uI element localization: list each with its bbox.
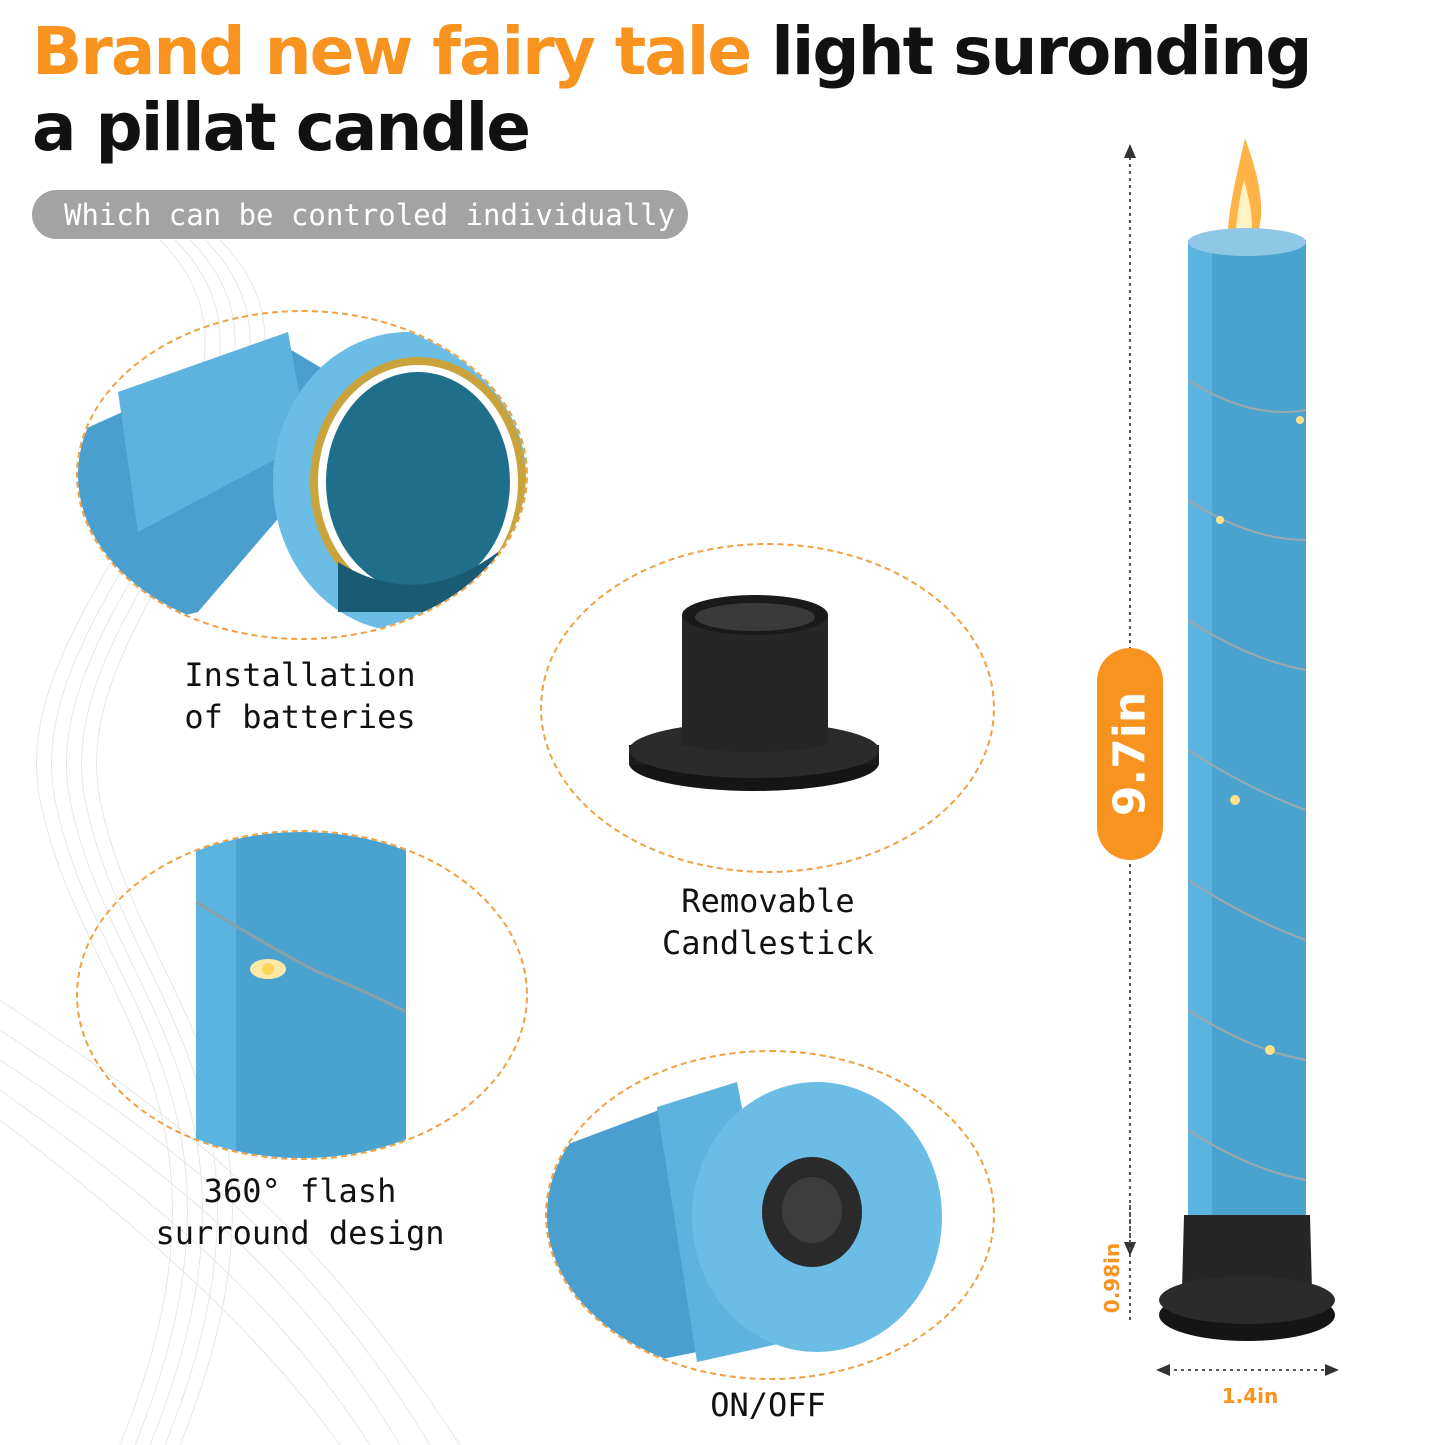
- battery-compartment-icon: [78, 332, 526, 638]
- caption-installation: Installation of batteries: [184, 656, 416, 736]
- headline-rest: light suronding: [771, 13, 1312, 90]
- power-button-circle: [545, 1050, 995, 1380]
- subtitle-text: Which can be controled individually: [64, 197, 676, 232]
- subtitle-pill: Which can be controled individually: [32, 190, 688, 239]
- candlestick-holder-circle: [540, 543, 995, 873]
- headline-line2: a pillat candle: [32, 89, 531, 166]
- candle-illustration: [1124, 138, 1339, 1376]
- power-button-icon: [547, 1082, 942, 1378]
- caption-removable: Removable Candlestick: [662, 882, 874, 962]
- headline: Brand new fairy tale light suronding a p…: [32, 14, 1332, 166]
- candlestick-holder-icon: [629, 595, 879, 791]
- fairy-light-circle: [76, 830, 528, 1160]
- battery-compartment-circle: [76, 310, 528, 640]
- height-dimension-label: 9.7in: [1104, 691, 1156, 817]
- height-dimension-badge: [1097, 648, 1163, 860]
- caption-on-off: ON/OFF: [710, 1386, 826, 1424]
- fairy-light-wire-icon: [195, 832, 407, 1158]
- caption-360-flash: 360° flash surround design: [155, 1172, 445, 1252]
- headline-accent: Brand new fairy tale: [32, 13, 752, 90]
- width-label: 1.4in: [1221, 1384, 1279, 1408]
- base-height-label: 0.98in: [1100, 1242, 1124, 1314]
